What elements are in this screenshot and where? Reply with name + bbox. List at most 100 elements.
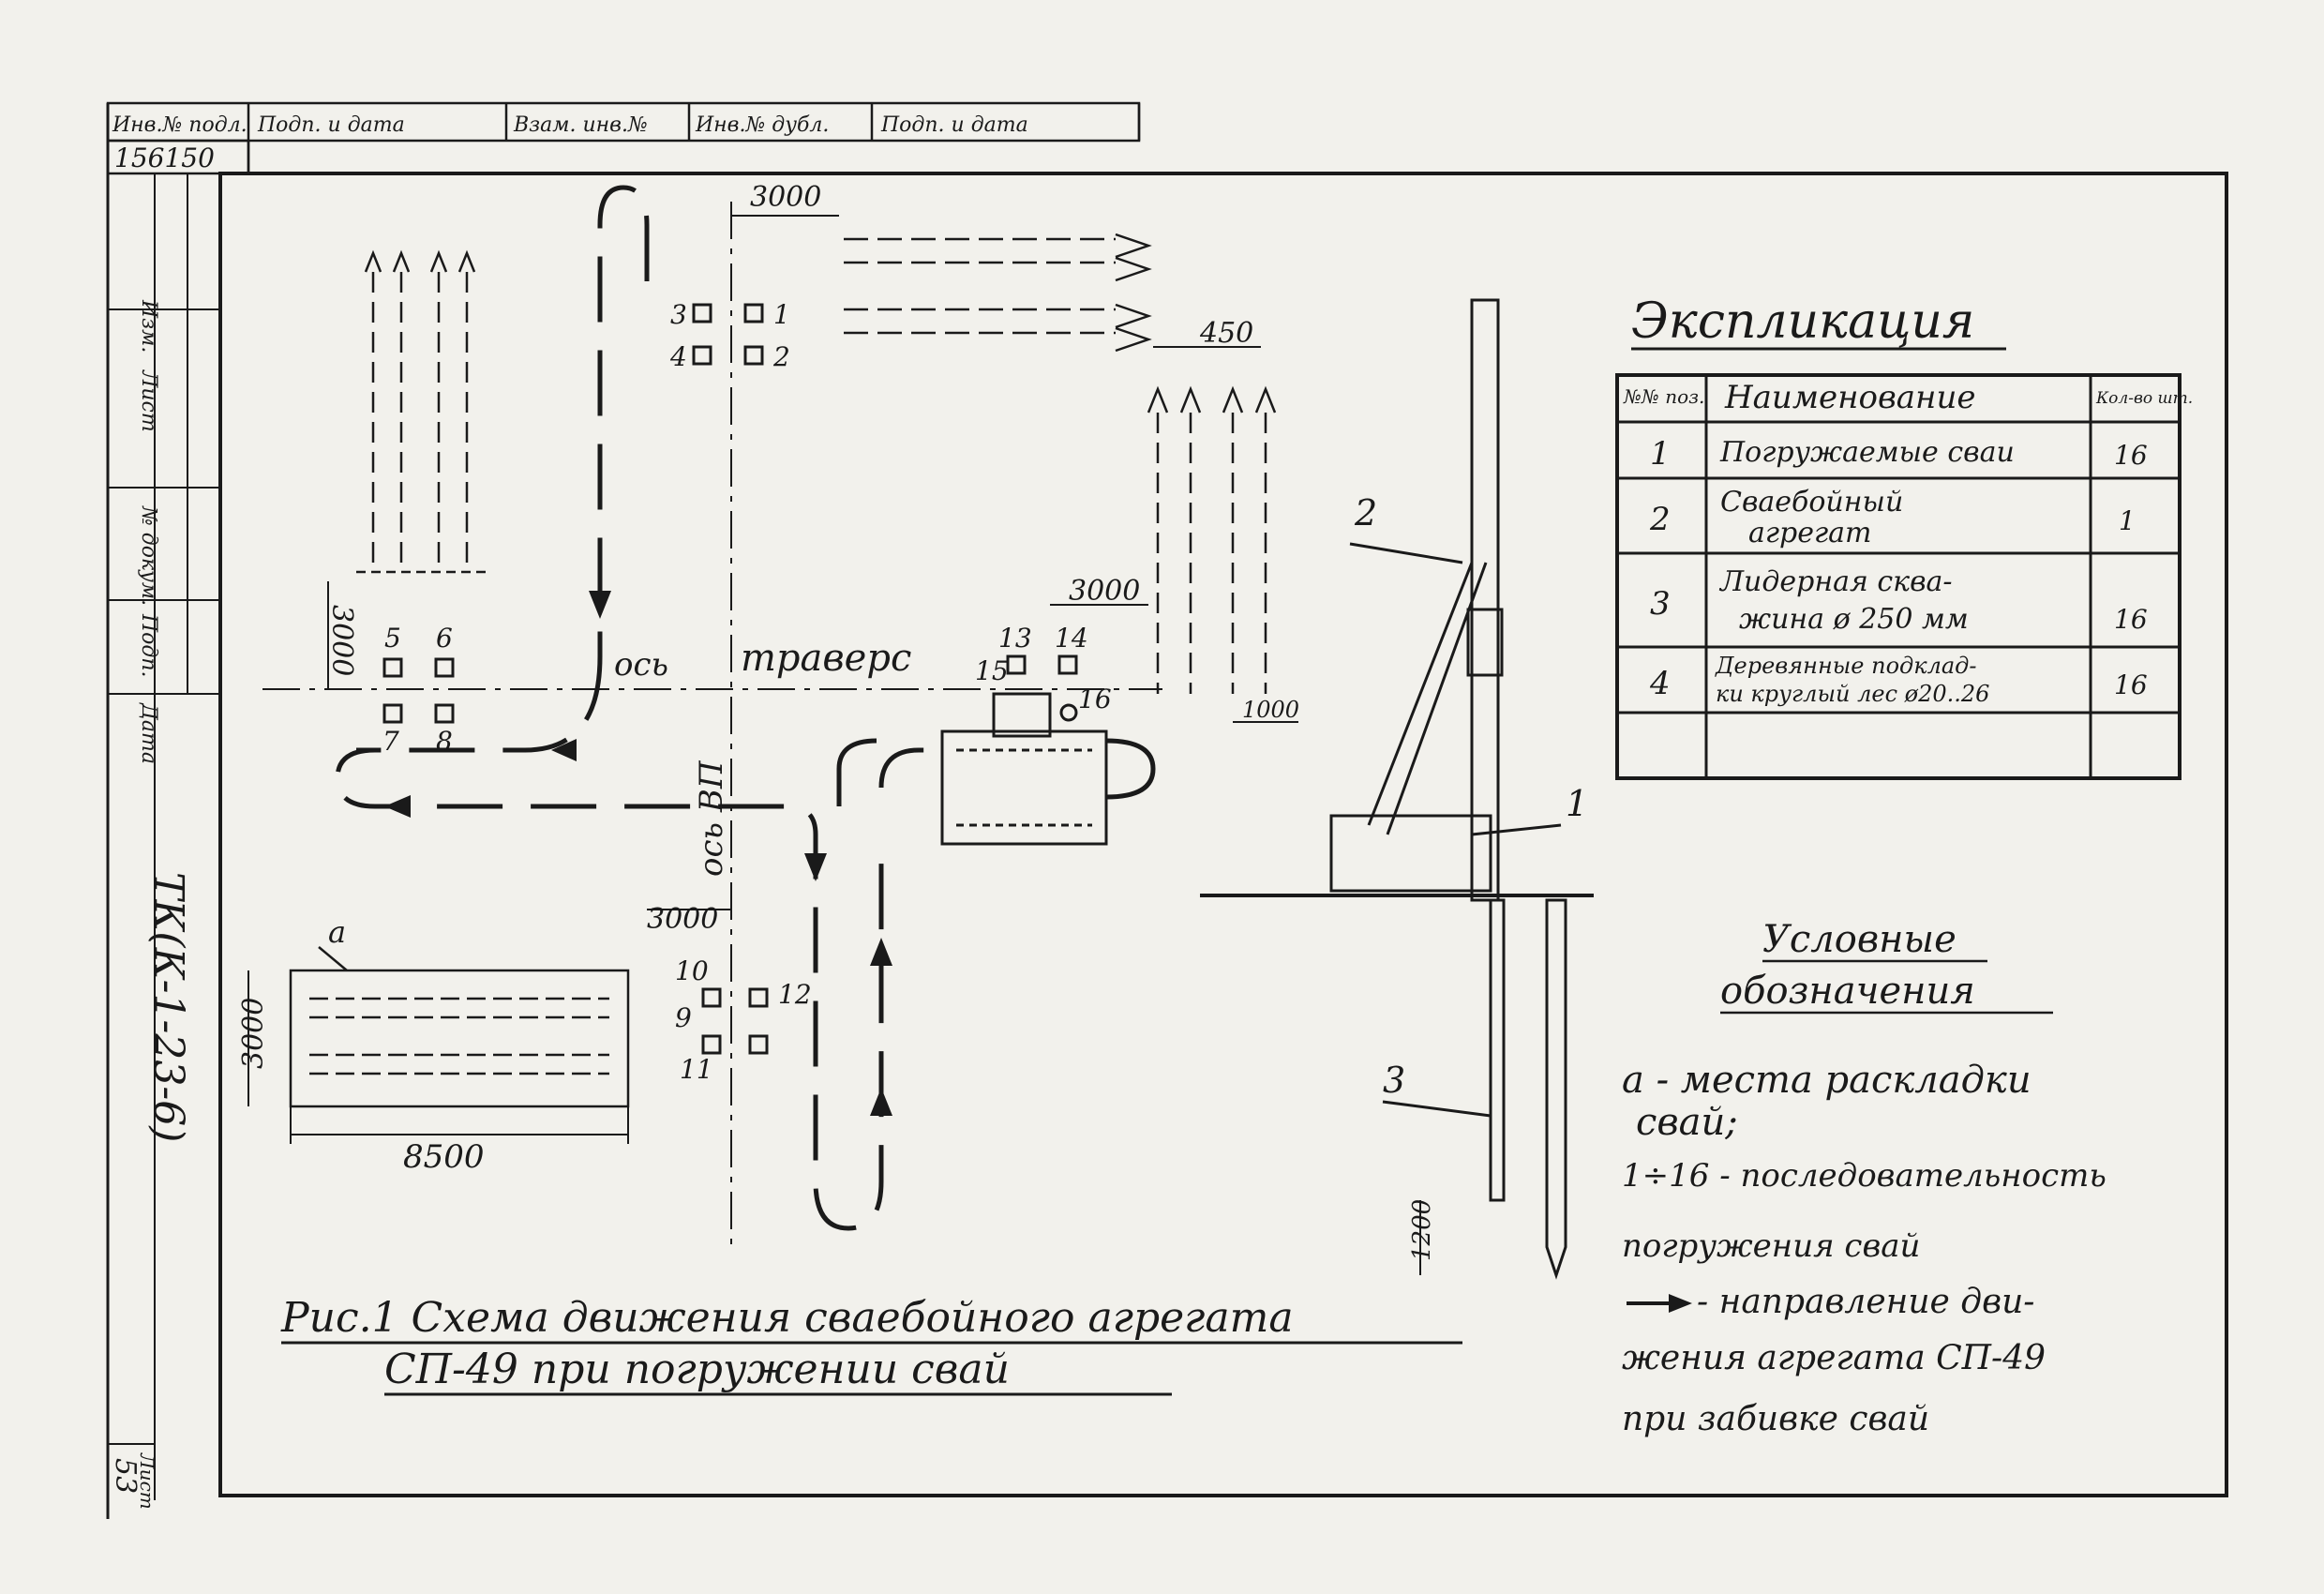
symbols-title-line2: обозначения: [1720, 970, 1975, 1013]
pile-numbers: 1 2 3 4 5 6 7 8 9 10 11 12 13 14 15 16: [382, 299, 1112, 1085]
direction-arrow-icon: [1669, 1294, 1692, 1313]
symbol-dir-line3: при забивке свай: [1622, 1400, 1929, 1438]
pile-number-4: 4: [669, 341, 687, 372]
pile-number-8: 8: [436, 726, 453, 757]
pile-number-11: 11: [680, 1054, 713, 1085]
pile-marker: [692, 345, 712, 366]
stamp-side-doc: № докум.: [137, 505, 160, 606]
drawing-frame: [218, 172, 2228, 1497]
stamp-inventory-number: 156150: [114, 143, 215, 173]
pile-number-15: 15: [975, 655, 1009, 686]
pile-marker: [1057, 654, 1078, 675]
stamp-header-dup: Инв.№ дубл.: [695, 113, 829, 137]
pile-number-6: 6: [436, 623, 453, 654]
dim-3000-top: 3000: [750, 181, 821, 214]
top-stamp: Инв.№ подл. Подп. и дата Взам. инв.№ Инв…: [106, 101, 1141, 175]
pile-marker: [692, 303, 712, 323]
pile-marker: [1059, 703, 1078, 722]
path-arrow-down-icon: [804, 853, 827, 881]
left-stamp: Изм. Лист № докум. Подп. Дата ТК(К-1-23-…: [108, 173, 220, 1510]
stamp-header-replace: Взам. инв.№: [513, 113, 648, 137]
conventional-symbols: Условные обозначения а - места раскладки…: [1622, 918, 2107, 1438]
dim-8500: 8500: [403, 1138, 485, 1176]
pile-stack-right: [1147, 385, 1277, 694]
caption-line2: СП-49 при погружении свай: [384, 1346, 1010, 1393]
stamp-header-inv: Инв.№ подл.: [112, 113, 247, 137]
table-row-2-pos: 2: [1649, 501, 1671, 538]
pile-number-10: 10: [675, 955, 709, 986]
path-arrow-left-icon: [551, 739, 577, 761]
table-row-4-name-line2: ки круглый лес ø20..26: [1716, 681, 1989, 707]
stamp-header-sign: Подп. и дата: [257, 113, 405, 137]
symbol-dir-line1: - направление дви-: [1697, 1283, 2034, 1321]
dimension-lines: [247, 215, 1421, 1275]
table-row-3-pos: 3: [1650, 585, 1671, 623]
pile-number-14: 14: [1055, 623, 1088, 654]
stamp-side-date: Дата: [137, 702, 160, 764]
pile-stack-top-left: [356, 249, 487, 574]
pile-marker: [701, 1034, 722, 1055]
table-header-qty: Кол-во шт.: [2095, 389, 2193, 408]
symbol-dir-line2: жения агрегата СП-49: [1622, 1339, 2046, 1377]
rig-base: [1329, 814, 1492, 893]
pile-marker: [748, 987, 769, 1008]
table-row-3-name-line2: жина ø 250 мм: [1739, 603, 1969, 636]
document-code: ТК(К-1-23-6): [144, 872, 192, 1142]
explication-title: Экспликация: [1631, 293, 1974, 350]
pile-number-12: 12: [778, 979, 812, 1010]
sheet-label: Лист: [136, 1452, 158, 1510]
leader-hole-pile: [1545, 898, 1567, 1280]
pile-marker: [701, 987, 722, 1008]
table-row-2-name-line1: Сваебойный: [1720, 486, 1903, 519]
table-row-4-qty: 16: [2114, 669, 2148, 700]
pile-marker: [743, 303, 764, 323]
pile-marker: [748, 1034, 769, 1055]
table-header-name: Наименование: [1724, 379, 1975, 416]
symbols-title-line1: Условные: [1762, 918, 1957, 961]
movement-path: [335, 185, 1156, 1231]
pile-driver-elevation: [1200, 298, 1594, 1280]
path-arrow-down-icon: [589, 591, 611, 619]
pile-number-1: 1: [773, 299, 790, 330]
stamp-side-list: Лист: [137, 369, 160, 432]
plan-axes: ось траверс ось ВП: [262, 202, 1162, 1247]
rig-brace: [1367, 562, 1474, 826]
table-row-2-qty: 1: [2119, 505, 2136, 536]
sheet-number: 53: [109, 1458, 142, 1494]
pile-number-5: 5: [384, 623, 401, 654]
axis-label-vp: ось ВП: [693, 759, 730, 877]
figure-caption: Рис.1 Схема движения сваебойного агрегат…: [280, 1294, 1462, 1396]
table-row-3-qty: 16: [2114, 604, 2148, 635]
dim-3000-lower: 3000: [647, 903, 718, 936]
dim-3000-left: 3000: [325, 605, 358, 676]
axis-label-os: ось: [614, 646, 668, 684]
dim-3000-zone-a: 3000: [237, 998, 270, 1069]
elevation-callout-2: 2: [1354, 492, 1377, 534]
pile-number-16: 16: [1078, 684, 1112, 714]
axis-label-travers: траверс: [741, 637, 911, 680]
zone-a-mark: а: [328, 914, 346, 950]
pile-number-2: 2: [772, 341, 790, 372]
symbol-seq-line1: 1÷16 - последовательность: [1622, 1157, 2107, 1195]
caption-line1: Рис.1 Схема движения сваебойного агрегат…: [280, 1294, 1294, 1342]
dim-1000: 1000: [1242, 697, 1299, 723]
symbol-seq-line2: погружения свай: [1622, 1227, 1920, 1265]
explication-table: Экспликация №№ поз. Наименование Кол-во …: [1615, 293, 2193, 780]
symbol-a-line1: а - места раскладки: [1622, 1059, 2032, 1102]
table-row-4-pos: 4: [1649, 665, 1671, 702]
path-arrow-up-icon: [870, 1088, 892, 1116]
pile-in-ground: [1489, 898, 1506, 1202]
elevation-callout-3: 3: [1383, 1060, 1405, 1101]
pile-number-13: 13: [998, 623, 1032, 654]
pile-number-7: 7: [382, 726, 399, 757]
pile-markers: [382, 303, 1078, 1055]
dim-1200: 1200: [1408, 1199, 1436, 1261]
pile-marker: [382, 657, 403, 678]
table-row-1-qty: 16: [2114, 440, 2148, 471]
stamp-side-izm: Изм.: [137, 299, 160, 353]
pile-driver-plan: [940, 692, 1108, 846]
rig-hammer: [1466, 608, 1504, 677]
path-arrow-up-icon: [870, 938, 892, 966]
dim-450: 450: [1199, 317, 1253, 350]
